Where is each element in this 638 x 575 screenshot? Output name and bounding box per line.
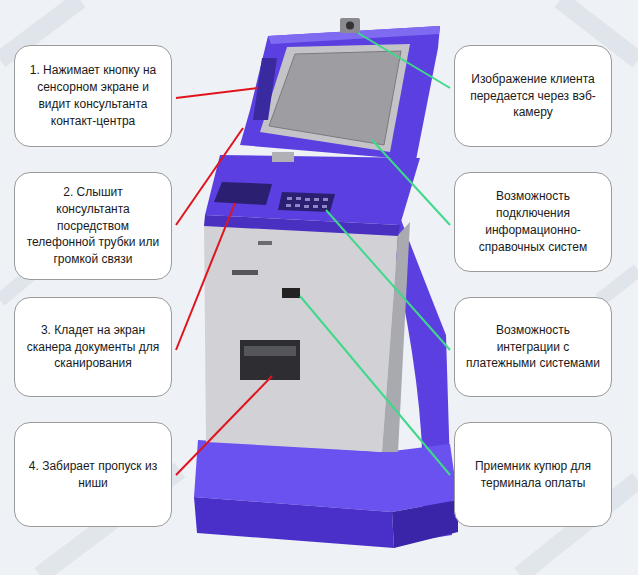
callout-text: 2. Слышит консультанта посредством телеф…: [25, 184, 161, 268]
kiosk-body: [204, 222, 410, 452]
callout-box: Возможность интеграции с платежными сист…: [454, 297, 612, 397]
callout-box: 2. Слышит консультанта посредством телеф…: [14, 172, 172, 280]
callout-box: 1. Нажимает кнопку на сенсорном экране и…: [14, 45, 172, 147]
kiosk-base: [194, 440, 458, 548]
leader-lines-green: [300, 33, 450, 475]
scanner-recess: [214, 182, 272, 205]
callout-text: Изображение клиента передается через вэб…: [465, 71, 601, 121]
callout-text: Возможность подключения информационно-сп…: [465, 188, 601, 255]
callout-box: 4. Забирает пропуск из ниши: [14, 422, 172, 527]
web-camera: [340, 18, 360, 33]
callout-text: Приемник купюр для терминала оплаты: [465, 458, 601, 492]
keypad: [278, 192, 335, 212]
callout-box: Приемник купюр для терминала оплаты: [454, 422, 612, 527]
bill-acceptor: [282, 288, 300, 298]
callout-text: 1. Нажимает кнопку на сенсорном экране и…: [25, 62, 161, 129]
leader-lines-red: [176, 88, 272, 475]
pass-niche: [240, 340, 300, 380]
kiosk-head: [240, 18, 440, 162]
callout-box: 3. Кладет на экран сканера документы для…: [14, 297, 172, 397]
callout-text: 4. Забирает пропуск из ниши: [25, 458, 161, 492]
callout-text: 3. Кладет на экран сканера документы для…: [25, 322, 161, 372]
screen-bezel: [260, 44, 410, 152]
callout-box: Изображение клиента передается через вэб…: [454, 45, 612, 147]
touch-screen: [269, 51, 401, 145]
kiosk-console: [204, 155, 420, 236]
card-slot: [232, 270, 258, 275]
callout-text: Возможность интеграции с платежными сист…: [465, 322, 601, 372]
callout-box: Возможность подключения информационно-сп…: [454, 172, 612, 272]
